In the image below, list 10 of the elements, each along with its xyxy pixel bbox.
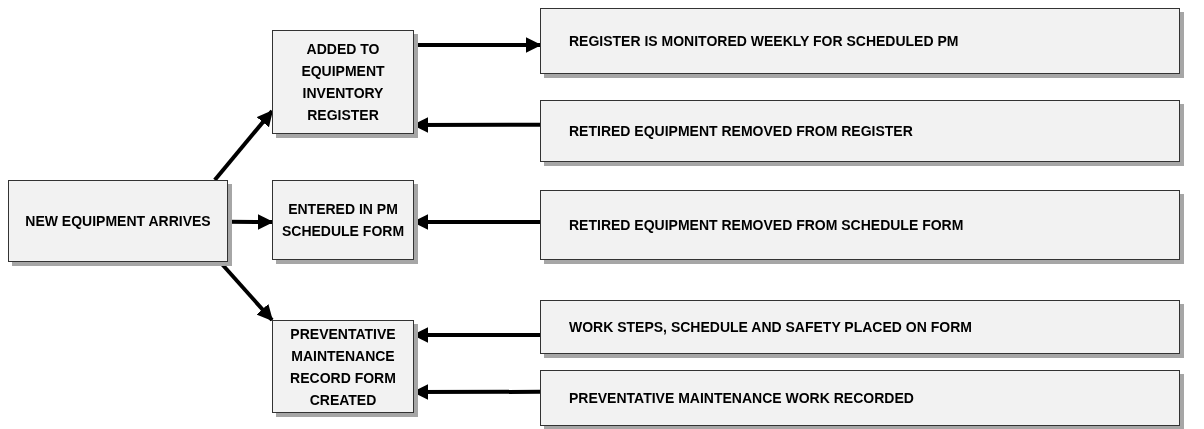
box-label: ENTERED IN PM SCHEDULE FORM — [281, 200, 405, 241]
arrow — [213, 109, 274, 182]
box-label: PREVENTATIVE MAINTENANCE WORK RECORDED — [569, 389, 914, 408]
box-label: NEW EQUIPMENT ARRIVES — [25, 212, 211, 231]
box-label: ADDED TO EQUIPMENT INVENTORY REGISTER — [300, 40, 386, 125]
box-label: RETIRED EQUIPMENT REMOVED FROM SCHEDULE FORM — [569, 216, 964, 235]
box-label: WORK STEPS, SCHEDULE AND SAFETY PLACED ON FORM — [569, 318, 972, 337]
box-label: REGISTER IS MONITORED WEEKLY FOR SCHEDULED PM — [569, 32, 959, 51]
box-label: RETIRED EQUIPMENT REMOVED FROM REGISTER — [569, 122, 913, 141]
box-label: PREVENTATIVE MAINTENANCE RECORD FORM CREATED — [289, 324, 397, 410]
